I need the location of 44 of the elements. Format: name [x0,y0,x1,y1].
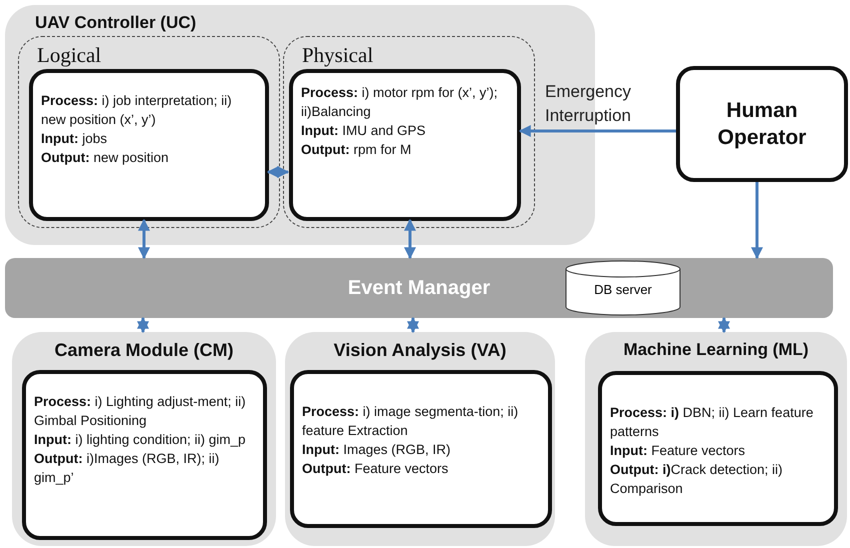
group-title: UAV Controller (UC) [35,13,196,33]
process-text: Input: Images (RGB, IR) [302,441,452,459]
process-text: Input: Feature vectors [610,442,746,460]
arrow [138,218,150,260]
process-text: Process: i) image segmenta-tion; ii) feature Extraction [302,403,520,440]
process-text: Process: i) motor rpm for (x’, y’); ii)Balancing [301,84,499,121]
process-box [289,69,521,221]
process-text: Output: Feature vectors [302,460,450,478]
process-text: Output: new position [41,149,170,167]
process-text: Output: i)Crack detection; ii) Comparison [610,461,784,498]
event-bus-band [5,258,833,318]
band-label: Event Manager [348,276,490,300]
group-title: Physical [302,43,374,68]
arrow [518,125,676,137]
process-text: Input: i) lighting condition; ii) gim_p [34,431,247,449]
group-panel [12,332,276,546]
process-text: Input: IMU and GPS [301,122,427,140]
edge-label: Emergency Interruption [545,81,632,127]
process-box [22,370,267,540]
group-title: Camera Module (CM) [53,340,234,361]
arrow [718,316,730,334]
actor-box [676,66,848,182]
arrow [404,218,416,260]
arrow [407,316,419,334]
dashed-group [18,36,280,228]
process-text: Input: jobs [41,130,108,148]
process-text: Process: i) DBN; ii) Learn feature patterns [610,404,814,441]
group-panel [585,332,847,546]
process-box [290,370,552,528]
process-box [598,371,838,526]
group-title: Machine Learning (ML) [622,340,810,360]
process-box [29,69,269,221]
arrow [751,182,763,260]
process-text: Output: i)Images (RGB, IR); ii) gim_p’ [34,450,220,487]
database-label: DB server [593,282,653,297]
group-title: Logical [37,43,102,68]
process-text: Process: i) job interpretation; ii) new position (x’, y’) [41,92,233,129]
arrow [266,166,290,178]
actor-label: Human Operator [716,98,808,151]
group-panel [285,332,555,546]
process-text: Output: rpm for M [301,141,412,159]
arrow [137,316,149,334]
dashed-group [283,36,535,228]
group-title: Vision Analysis (VA) [332,340,508,361]
